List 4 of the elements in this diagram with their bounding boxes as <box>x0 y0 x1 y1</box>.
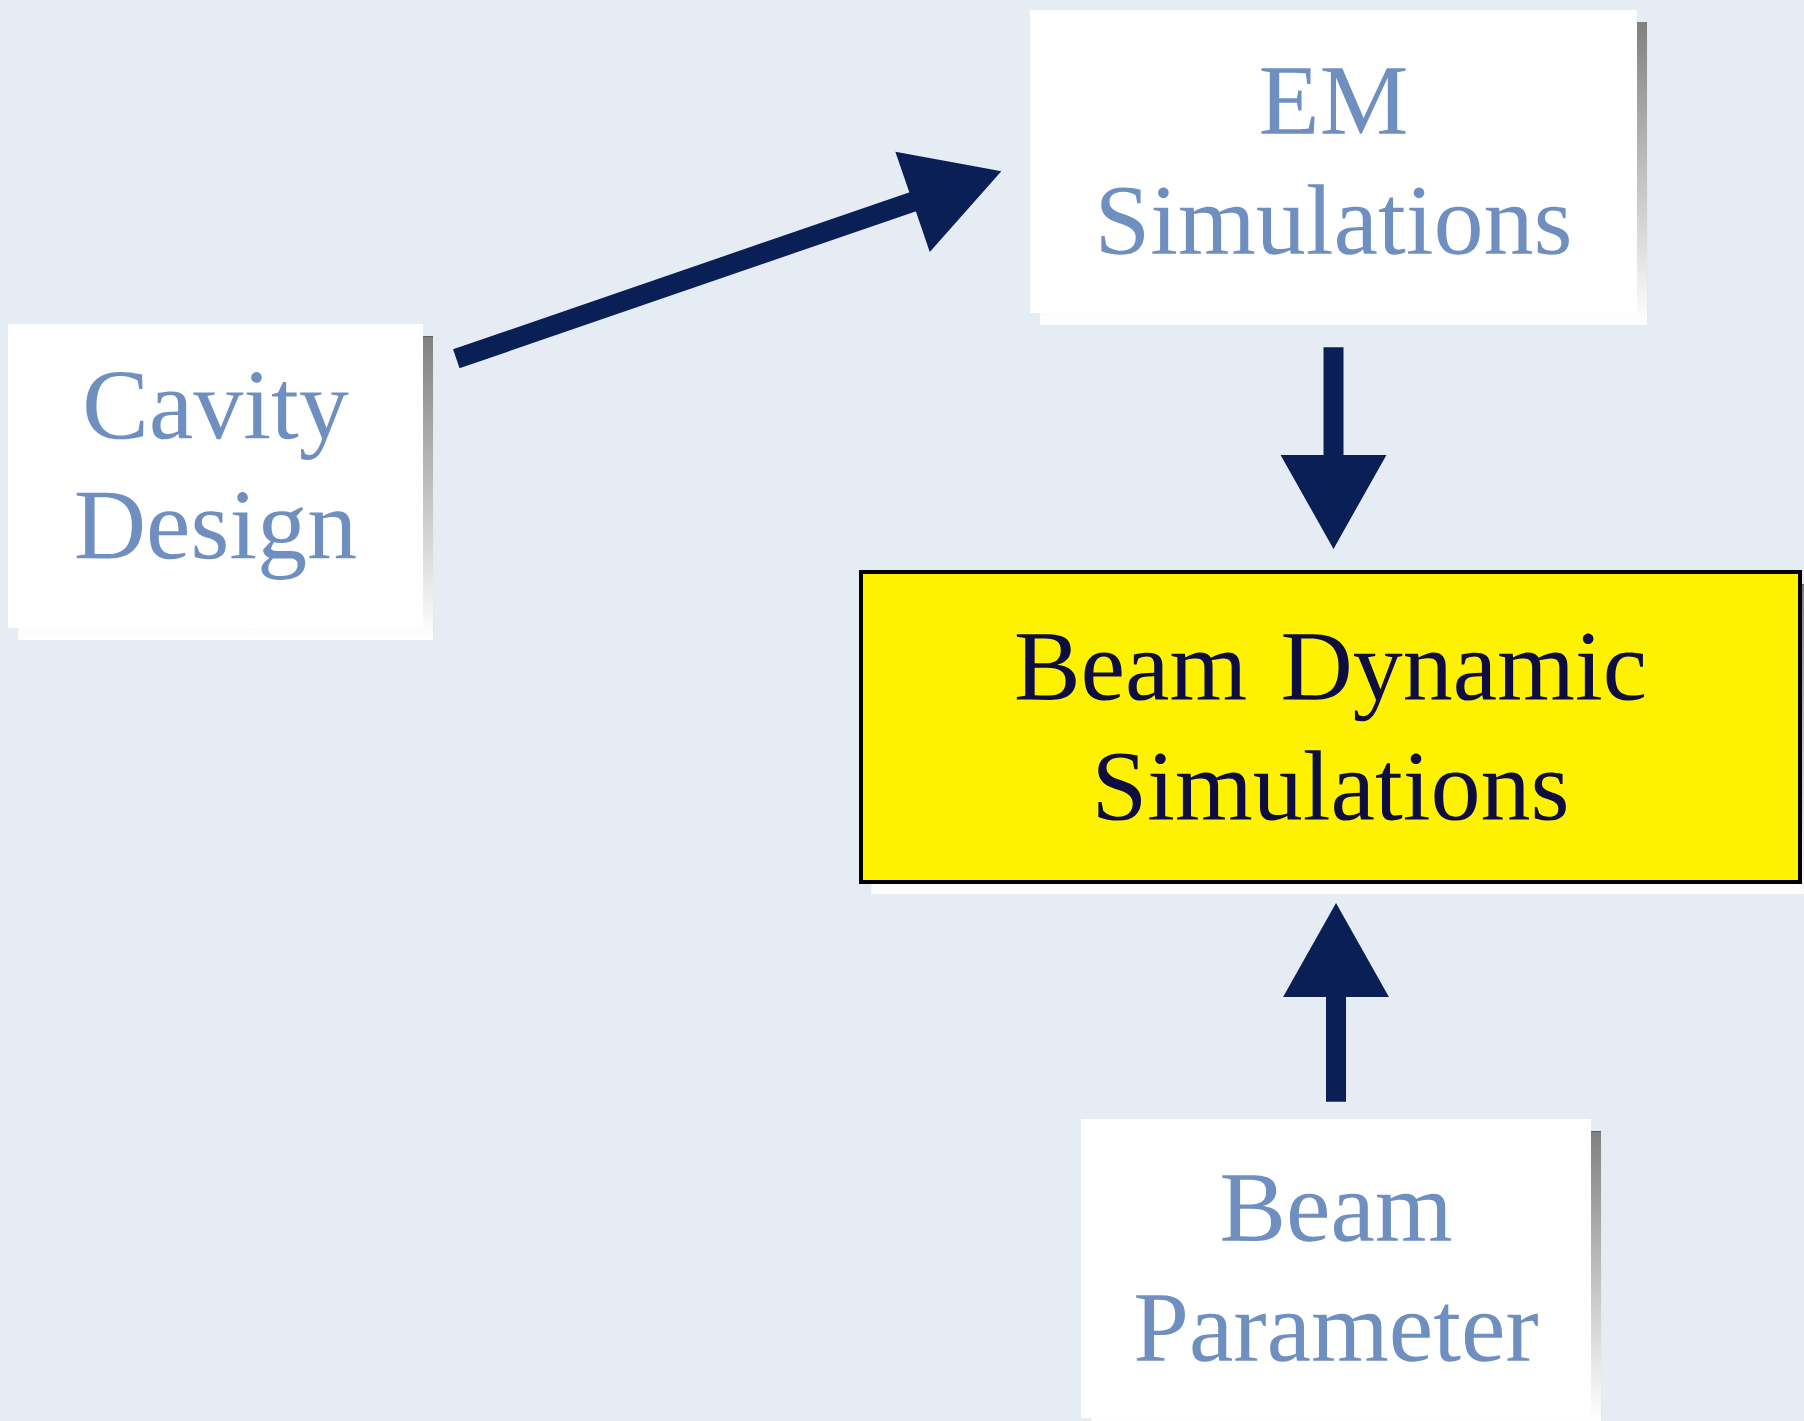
process-box: EM Simulations <box>1030 10 1647 325</box>
process-box: Cavity Design <box>8 324 433 640</box>
highlighted-box: Beam Dynamic Simulations <box>859 570 1804 894</box>
process-box: Beam Parameter <box>1081 1119 1601 1421</box>
